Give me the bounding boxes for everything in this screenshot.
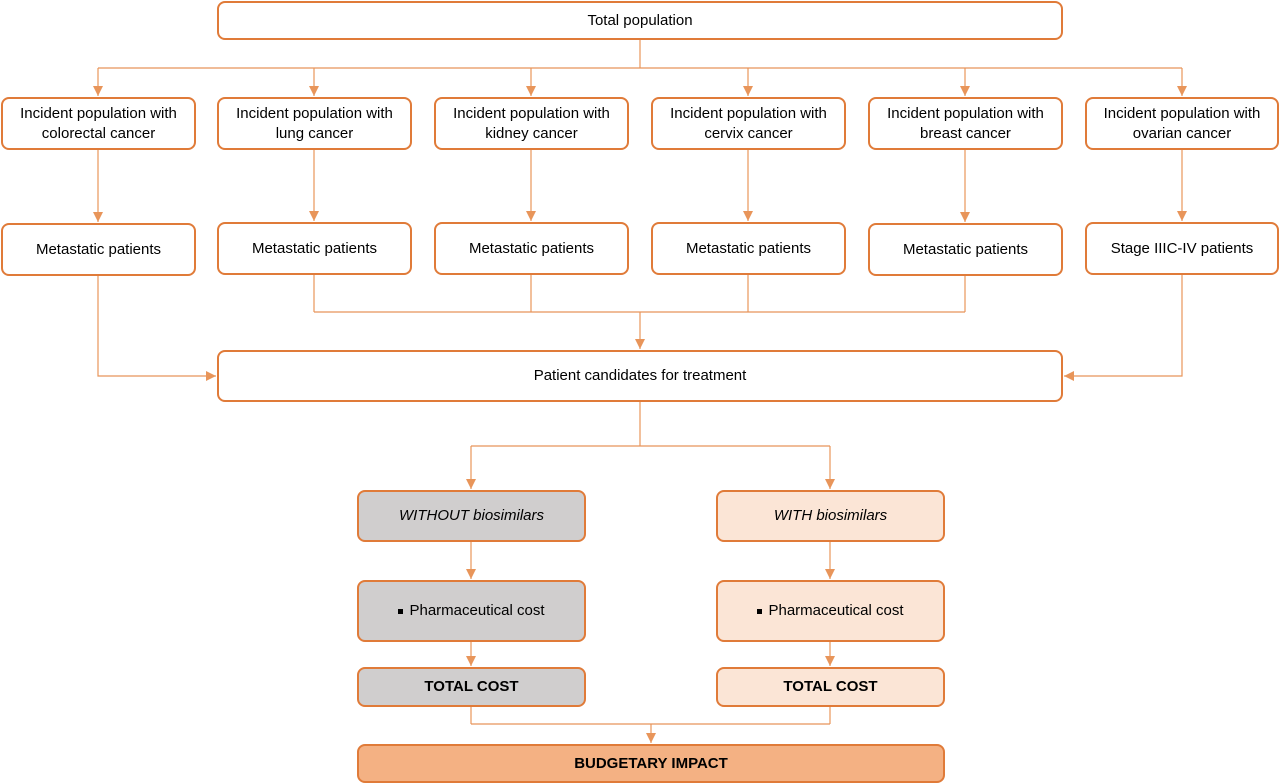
- candidates-label: Patient candidates for treatment: [533, 367, 747, 384]
- total-cost-with-box: TOTAL COST: [716, 667, 945, 707]
- metastatic-kidney-box: Metastatic patients: [434, 222, 629, 275]
- pharma-cost-without-label: Pharmaceutical cost: [409, 602, 545, 619]
- stage-ovarian-label: Stage IIIC-IV patients: [1110, 239, 1254, 257]
- metastatic-colorectal-box: Metastatic patients: [1, 223, 196, 276]
- without-biosimilars-label: WITHOUT biosimilars: [399, 507, 544, 524]
- arrow-colorectal-to-candidates: [97, 276, 216, 381]
- pharma-cost-with-label: Pharmaceutical cost: [768, 602, 904, 619]
- incident-cervix-box: Incident population with cervix cancer: [651, 97, 846, 150]
- metastatic-cervix-label: Metastatic patients: [685, 239, 812, 257]
- pharma-cost-with-box: Pharmaceutical cost: [716, 580, 945, 642]
- incident-lung-box: Incident population with lung cancer: [217, 97, 412, 150]
- incident-ovarian-label: Incident population with ovarian cancer: [1103, 104, 1261, 142]
- metastatic-lung-label: Metastatic patients: [251, 239, 378, 257]
- total-cost-without-label: TOTAL COST: [424, 678, 519, 695]
- metastatic-kidney-label: Metastatic patients: [468, 239, 595, 257]
- stage-ovarian-box: Stage IIIC-IV patients: [1085, 222, 1279, 275]
- metastatic-colorectal-label: Metastatic patients: [35, 240, 162, 258]
- metastatic-cervix-box: Metastatic patients: [651, 222, 846, 275]
- total-population-label: Total population: [587, 11, 693, 29]
- total-cost-with-label: TOTAL COST: [783, 678, 878, 695]
- incident-lung-label: Incident population with lung cancer: [236, 104, 393, 142]
- incident-breast-box: Incident population with breast cancer: [868, 97, 1063, 150]
- bullet-square-icon: [398, 608, 404, 614]
- incident-cervix-label: Incident population with cervix cancer: [670, 104, 827, 142]
- pharma-cost-without-box: Pharmaceutical cost: [357, 580, 586, 642]
- incident-kidney-box: Incident population with kidney cancer: [434, 97, 629, 150]
- with-biosimilars-label: WITH biosimilars: [773, 507, 888, 524]
- total-population-box: Total population: [217, 1, 1063, 40]
- bullet-square-icon: [757, 608, 763, 614]
- incident-breast-label: Incident population with breast cancer: [887, 104, 1044, 142]
- without-biosimilars-box: WITHOUT biosimilars: [357, 490, 586, 542]
- budgetary-impact-label: BUDGETARY IMPACT: [574, 754, 728, 772]
- with-biosimilars-box: WITH biosimilars: [716, 490, 945, 542]
- metastatic-breast-box: Metastatic patients: [868, 223, 1063, 276]
- metastatic-lung-box: Metastatic patients: [217, 222, 412, 275]
- candidates-box: Patient candidates for treatment: [217, 350, 1063, 402]
- incident-colorectal-box: Incident population with colorectal canc…: [1, 97, 196, 150]
- arrow-ovarian-to-candidates: [1064, 275, 1183, 381]
- total-cost-without-box: TOTAL COST: [357, 667, 586, 707]
- incident-kidney-label: Incident population with kidney cancer: [453, 104, 610, 142]
- metastatic-breast-label: Metastatic patients: [902, 240, 1029, 258]
- budgetary-impact-box: BUDGETARY IMPACT: [357, 744, 945, 783]
- incident-colorectal-label: Incident population with colorectal canc…: [20, 104, 177, 142]
- incident-ovarian-box: Incident population with ovarian cancer: [1085, 97, 1279, 150]
